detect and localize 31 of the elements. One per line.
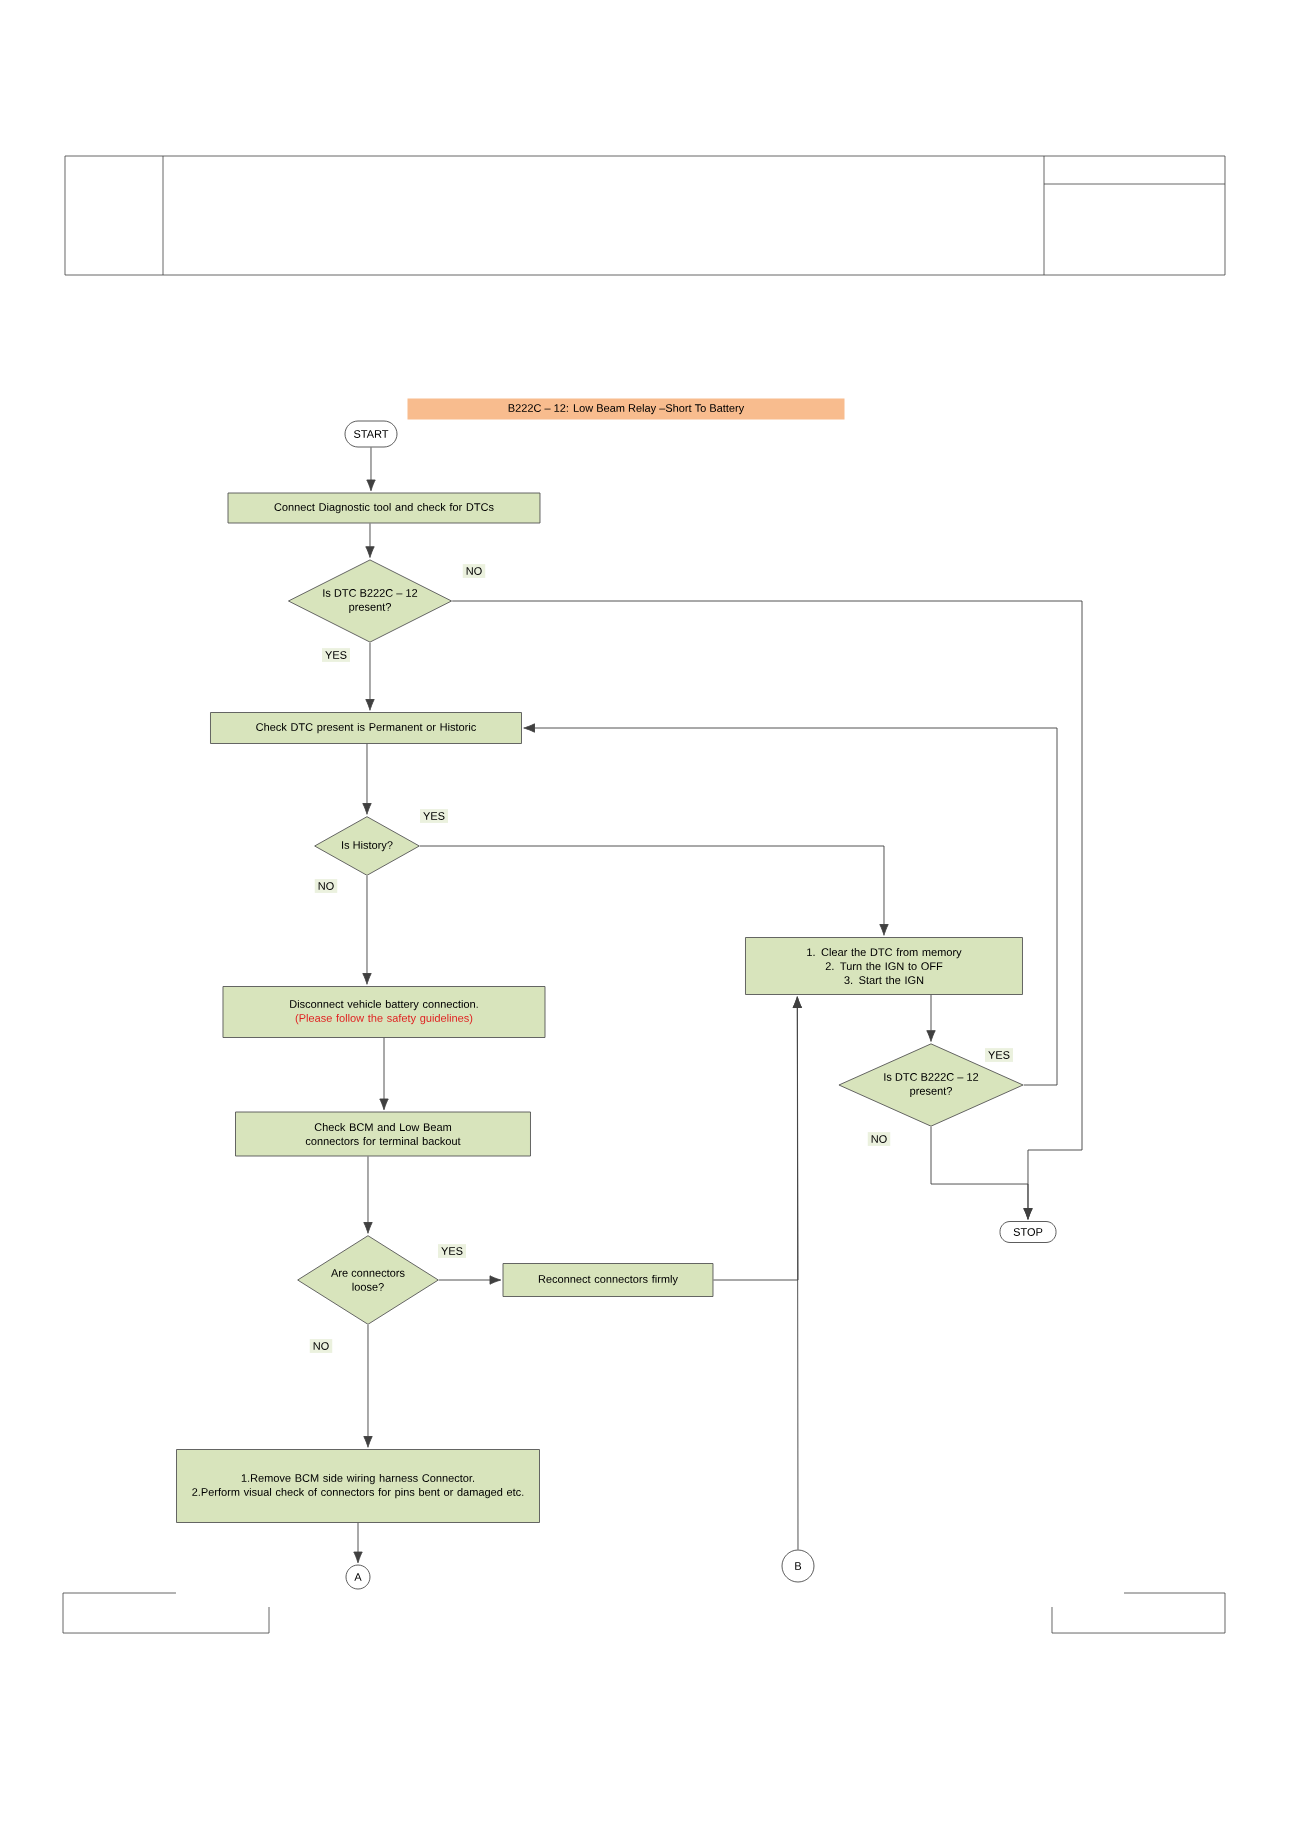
- arrow: [792, 996, 802, 1551]
- edge-label: YES: [322, 648, 350, 662]
- process-box: Connect Diagnostic tool and check for DTCs: [227, 492, 541, 524]
- arrow: [379, 1037, 389, 1111]
- process-box: 1.Remove BCM side wiring harness Connector. 2.Perform visual check of connectors for pins bent or damaged etc.: [176, 1449, 540, 1523]
- edge-label: YES: [420, 809, 448, 823]
- title-banner: B222C – 12: Low Beam Relay –Short To Battery: [407, 398, 845, 420]
- arrow: [362, 875, 372, 985]
- edge-label: NO: [867, 1132, 891, 1146]
- arrow: [419, 845, 889, 936]
- arrow: [926, 994, 936, 1042]
- process-box: Check BCM and Low Beam connectors for terminal backout: [235, 1111, 531, 1157]
- edge-label: YES: [985, 1048, 1013, 1062]
- edge-label: NO: [309, 1339, 333, 1353]
- arrow: [523, 723, 1058, 1086]
- arrow: [363, 1324, 373, 1448]
- arrow: [365, 642, 375, 711]
- edge-label: NO: [462, 564, 486, 578]
- arrow: [930, 1126, 1033, 1220]
- edge-label: YES: [438, 1244, 466, 1258]
- arrow: [438, 1275, 502, 1285]
- edge-label: NO: [314, 879, 338, 893]
- process-box: Check DTC present is Permanent or Historic: [210, 712, 522, 744]
- arrow: [362, 743, 372, 815]
- arrow: [353, 1522, 363, 1564]
- arrow: [363, 1156, 373, 1234]
- process-box: Reconnect connectors firmly: [502, 1263, 714, 1297]
- process-box: Disconnect vehicle battery connection. (Please follow the safety guidelines): [222, 986, 546, 1038]
- arrow: [365, 523, 375, 558]
- process-box: 1. Clear the DTC from memory 2. Turn the IGN to OFF 3. Start the IGN: [745, 937, 1023, 995]
- arrow: [366, 446, 376, 492]
